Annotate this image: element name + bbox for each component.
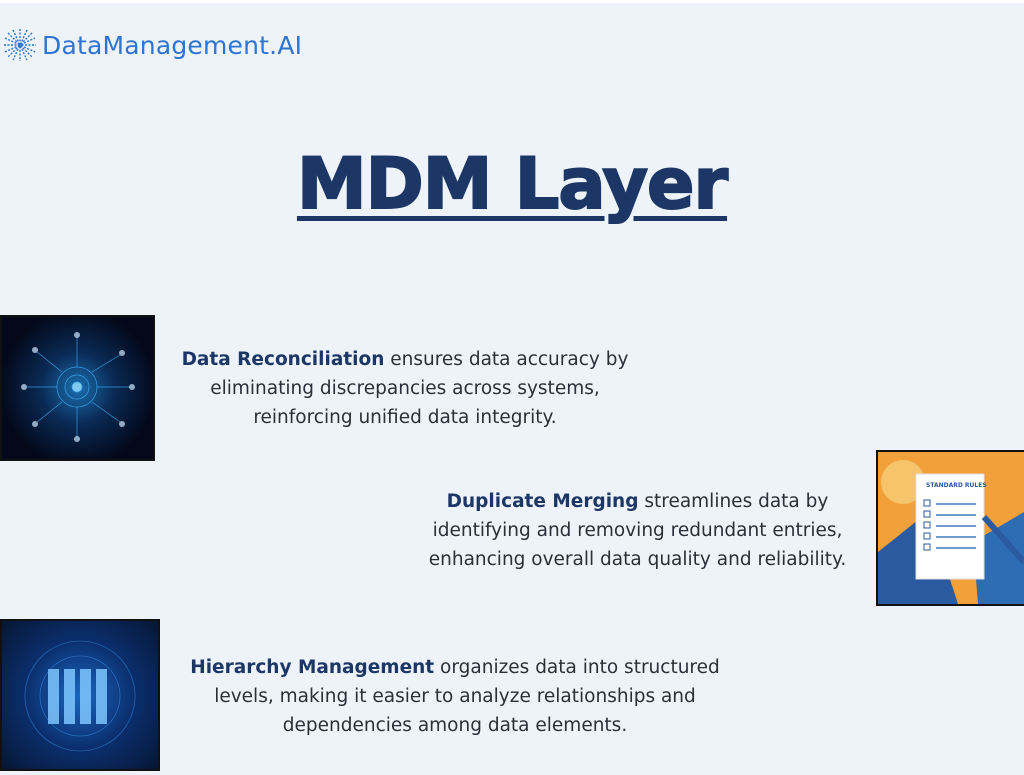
starburst-logo-icon [4, 29, 36, 61]
data-reconciliation-image [0, 315, 155, 461]
logo: DataManagement.AI [2, 27, 302, 63]
duplicate-merging-image: STANDARD RULES [876, 450, 1024, 606]
term: Hierarchy Management [190, 657, 435, 678]
term: Data Reconciliation [181, 349, 385, 370]
duplicate-merging-text: Duplicate Merging streamlines data by id… [428, 491, 847, 570]
data-reconciliation-text: Data Reconciliation ensures data accurac… [181, 349, 629, 428]
hierarchy-management-image [0, 619, 160, 771]
hierarchy-management-text: Hierarchy Management organizes data into… [190, 657, 720, 736]
page-title: MDM Layer [296, 142, 729, 226]
logo-text: DataManagement.AI [42, 30, 303, 60]
term: Duplicate Merging [446, 491, 639, 512]
standard-rules-caption: STANDARD RULES [926, 482, 987, 489]
slide: DataManagement.AI MDM Layer Data Reconci… [0, 3, 1024, 775]
